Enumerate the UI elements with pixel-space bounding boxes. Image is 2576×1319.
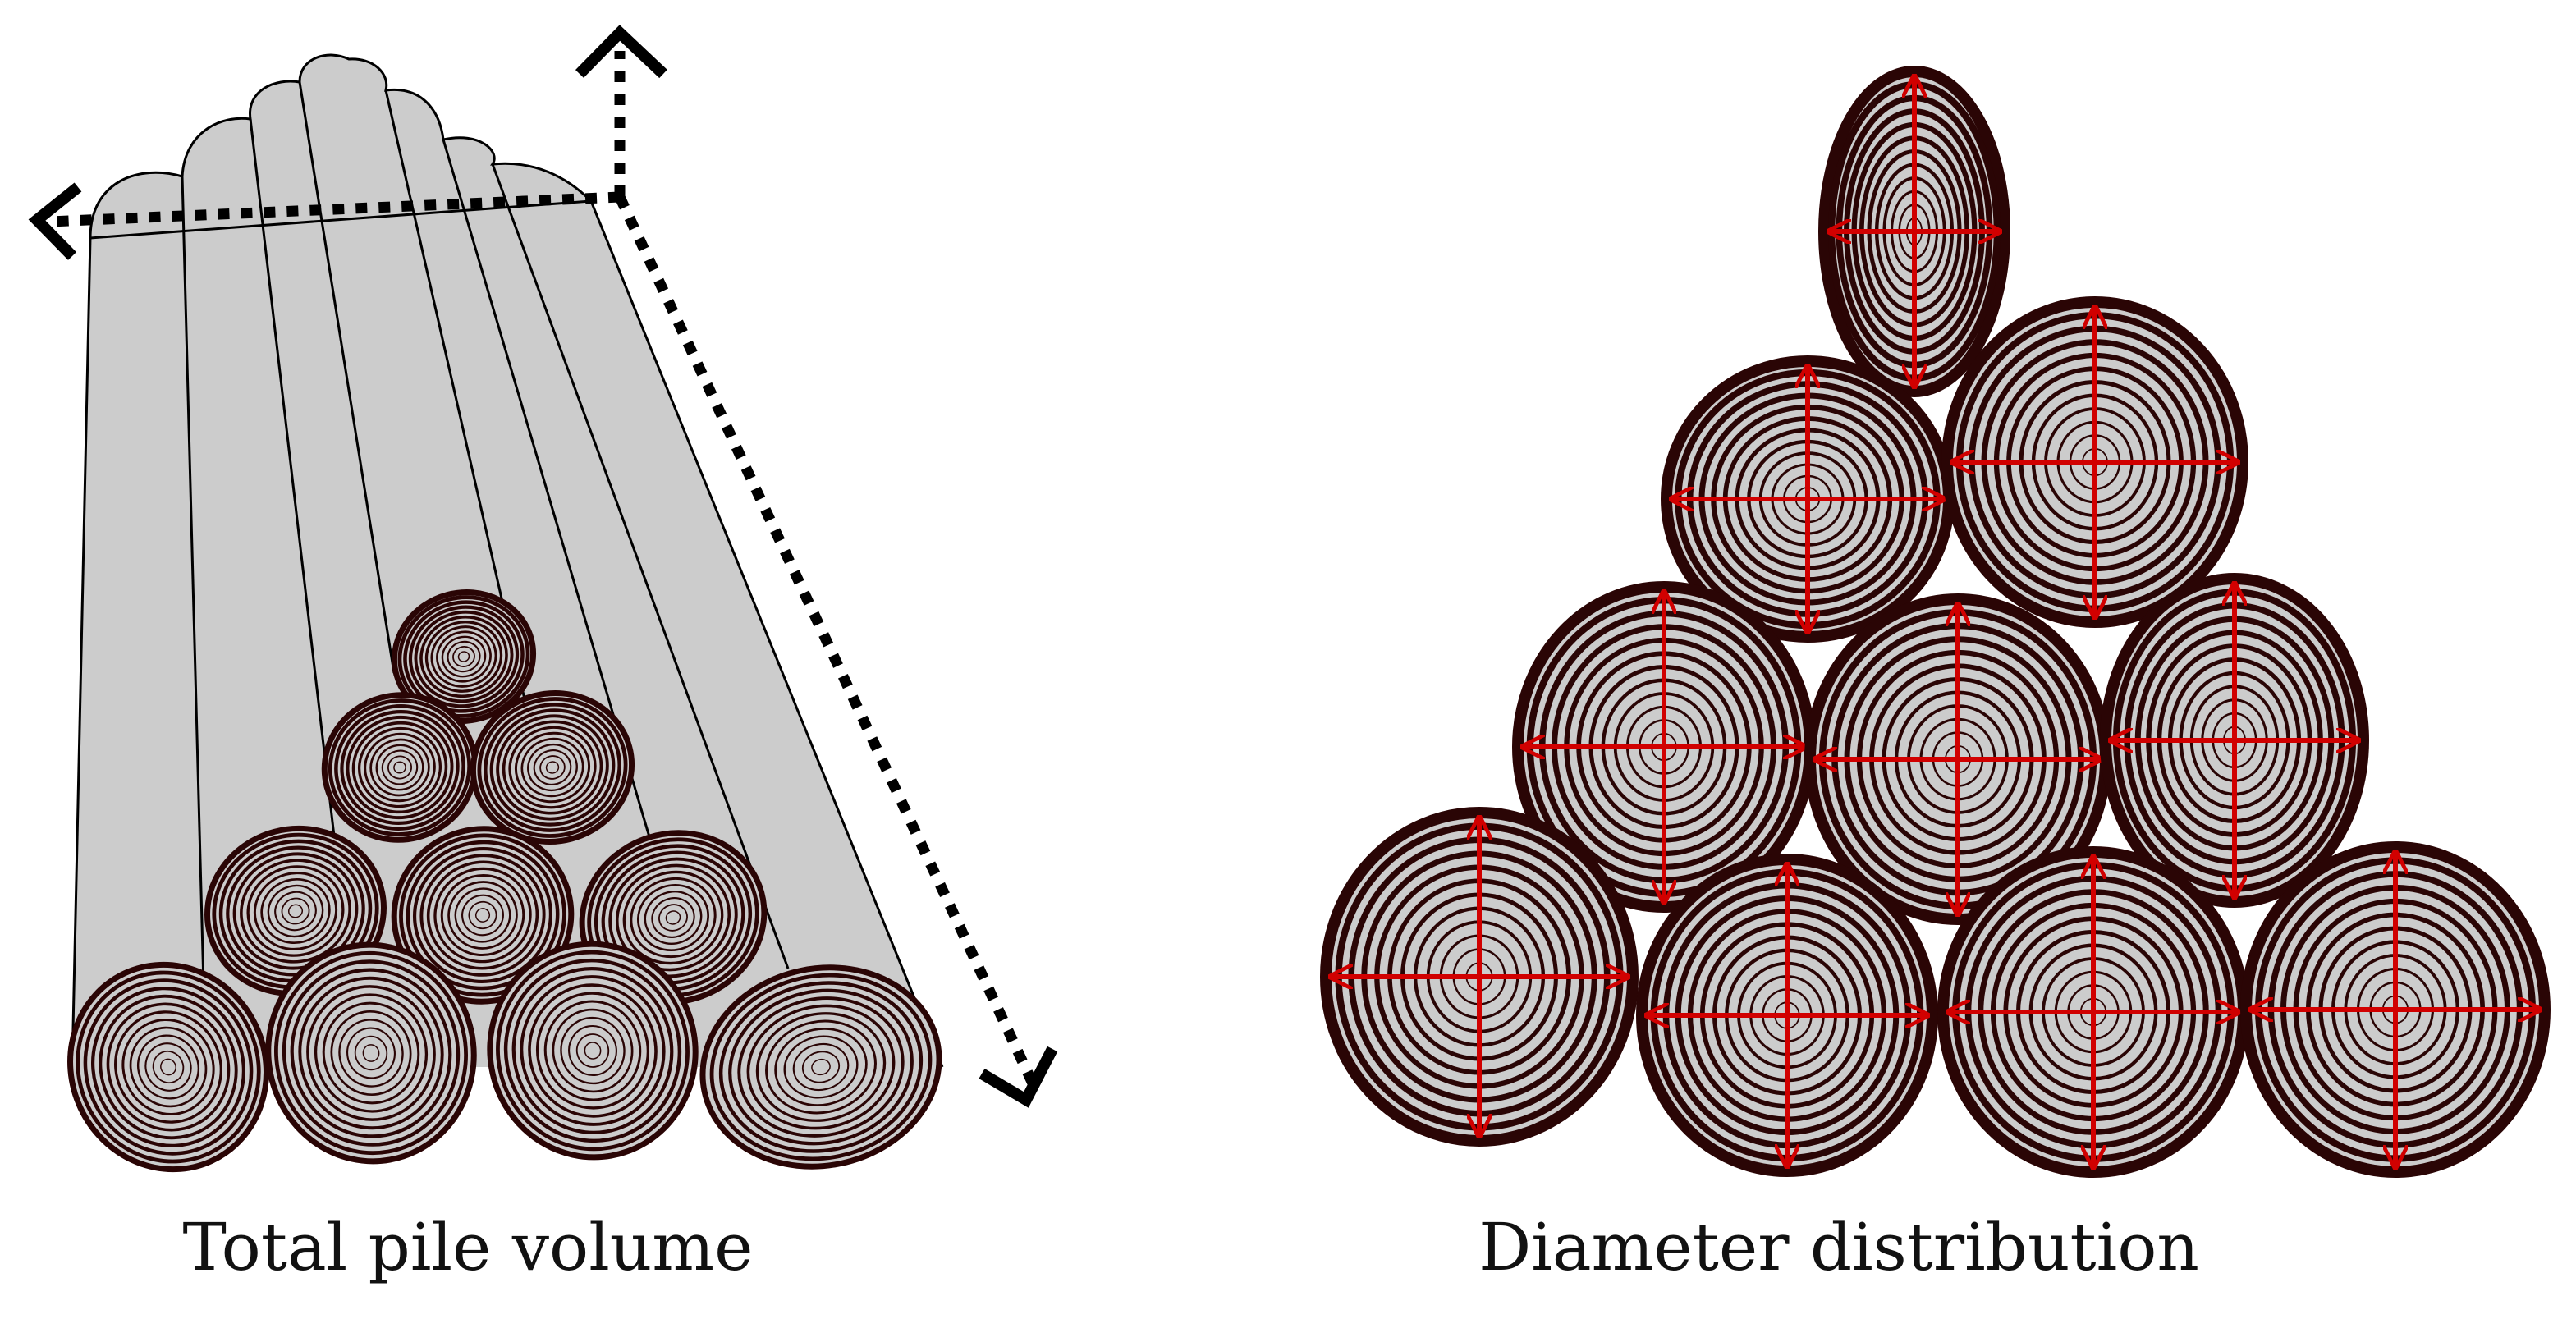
right-log-pile	[1320, 66, 2551, 1178]
diameter-arrows-3	[1952, 307, 2238, 617]
left-log-end-10	[699, 964, 942, 1170]
left-log-end-5	[391, 826, 575, 1005]
left-log-end-3	[470, 690, 635, 845]
diameter-arrows-4	[1523, 592, 1805, 902]
left-log-end-7	[67, 961, 269, 1173]
diameter-arrows-10	[2251, 852, 2540, 1167]
caption-diameter-distribution: Diameter distribution	[1478, 1209, 2199, 1285]
diameter-arrows-9	[1948, 857, 2239, 1167]
diameter-arrows-1	[1829, 76, 2000, 387]
left-log-pile	[67, 589, 942, 1173]
left-log-end-1	[391, 589, 537, 724]
left-log-end-8	[265, 941, 477, 1165]
diameter-arrows-5	[1815, 604, 2101, 914]
diameter-arrows-2	[1671, 366, 1944, 632]
diameter-arrows-8	[1647, 864, 1927, 1166]
diameter-arrows-6	[2111, 584, 2358, 897]
diameter-arrows-7	[1331, 818, 1628, 1136]
left-log-end-9	[487, 941, 699, 1161]
volume-axes	[28, 25, 1058, 1108]
caption-total-pile-volume: Total pile volume	[182, 1209, 754, 1285]
left-log-end-2	[321, 692, 479, 843]
